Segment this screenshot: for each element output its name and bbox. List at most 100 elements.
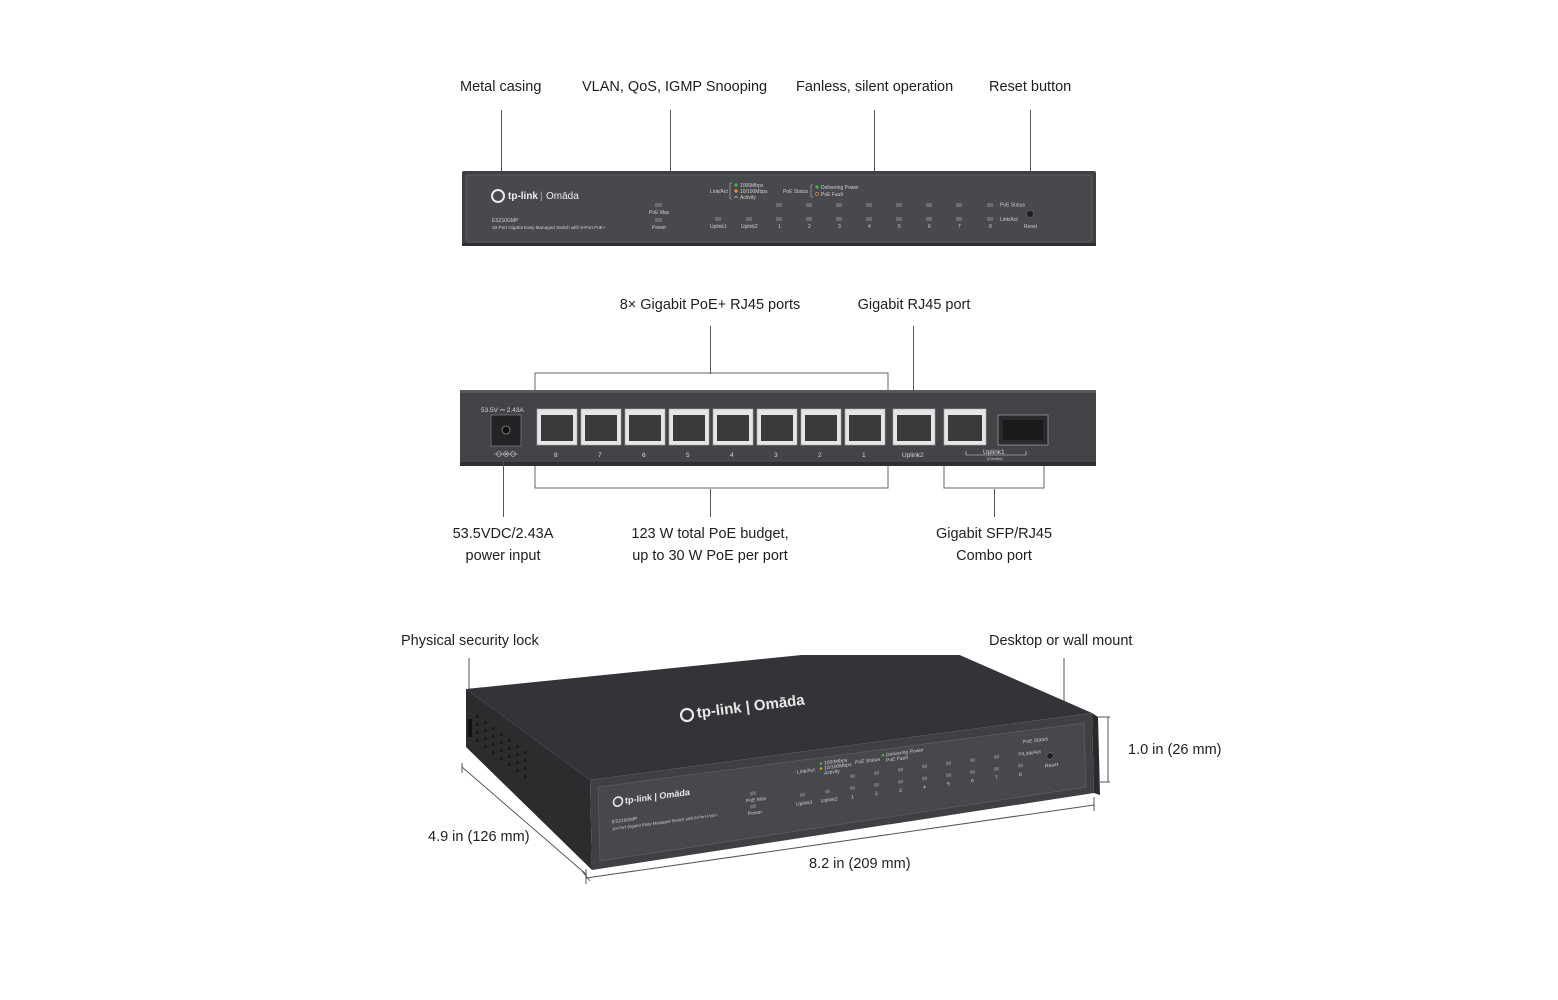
rj45-port-5[interactable]	[668, 408, 710, 446]
leader-line-reset	[1030, 110, 1031, 213]
leader-line-metal	[501, 110, 502, 172]
power-label: Power	[652, 225, 667, 231]
led-green-icon	[819, 762, 823, 765]
legend-10100: 10/100Mbps	[824, 762, 852, 772]
port-label-uplink2: Uplink2	[741, 224, 758, 230]
leader-line-poe-ports	[710, 326, 711, 374]
dimension-height	[1098, 716, 1110, 783]
rear-port-number-1: 1	[862, 452, 866, 459]
legend-delivering-power: Delivering Power	[886, 747, 924, 758]
callout-poe-budget-line2: up to 30 W PoE per port	[632, 548, 788, 564]
tp-link-logo-icon	[612, 796, 624, 807]
rear-uplink1-label: Uplink1	[983, 449, 1005, 456]
callout-depth: 4.9 in (126 mm)	[428, 829, 530, 845]
dimension-width	[585, 797, 1095, 884]
front-sub-brand: Omāda	[546, 191, 579, 202]
rj45-port-uplink2[interactable]	[892, 408, 936, 446]
rj45-port-8[interactable]	[536, 408, 578, 446]
legend-poe-fault: PoE Fault	[886, 755, 909, 764]
port-5-label: 5	[947, 781, 950, 787]
activity-icon	[733, 195, 739, 199]
port-label-8: 8	[989, 224, 992, 230]
tp-link-logo-icon	[679, 707, 695, 723]
uplink1-label: Uplink1	[796, 800, 813, 808]
rear-port-number-2: 2	[818, 452, 822, 459]
front-brand: tp-link	[508, 191, 538, 202]
callout-fanless: Fanless, silent operation	[796, 79, 954, 95]
callout-security-lock: Physical security lock	[401, 633, 539, 649]
port-8-label: 8	[1019, 772, 1022, 778]
front-panel: tp-link | Omāda ES210GMP 10-Port Gigabit…	[462, 171, 1096, 246]
port-label-4: 4	[868, 224, 871, 230]
port-6-label: 6	[971, 778, 974, 784]
device-model: ES210GMP	[612, 816, 637, 825]
poe-status-led-row	[776, 203, 993, 207]
link-act-right-label: Link/Act	[1023, 749, 1041, 757]
port-label-1: 1	[778, 224, 781, 230]
port-label-uplink1: Uplink1	[710, 224, 727, 230]
leader-line-combo	[994, 489, 995, 517]
sfp-port-uplink1[interactable]	[997, 414, 1049, 446]
rear-port-number-7: 7	[598, 452, 602, 459]
port-label-6: 6	[928, 224, 931, 230]
callout-width: 8.2 in (209 mm)	[809, 856, 911, 872]
callout-power-input-line2: power input	[465, 548, 541, 564]
callout-rj45-port: Gigabit RJ45 port	[857, 297, 971, 313]
legend-1000: 1000Mbps	[740, 183, 764, 189]
rj45-port-7[interactable]	[580, 408, 622, 446]
rj45-port-3[interactable]	[756, 408, 798, 446]
callout-reset-button: Reset button	[989, 79, 1072, 95]
led-green-icon	[815, 185, 819, 189]
port-label-5: 5	[898, 224, 901, 230]
legend-activity: Activity	[740, 195, 756, 201]
power-led	[750, 804, 756, 809]
power-label: Power	[748, 809, 762, 817]
reset-button[interactable]	[1026, 210, 1034, 218]
reset-label: Reset	[1045, 762, 1059, 770]
poe-status-right-label: PoE Status	[1023, 736, 1048, 745]
rear-port-number-6: 6	[642, 452, 646, 459]
power-rating: 53.5V ⎓ 2.43A	[481, 407, 524, 414]
rear-uplink2-label: Uplink2	[902, 452, 924, 459]
tp-link-logo-icon	[491, 189, 505, 203]
reset-button[interactable]	[1046, 752, 1054, 760]
rear-port-number-5: 5	[686, 452, 690, 459]
reset-label: Reset	[1024, 224, 1038, 230]
callout-power-input-line1: 53.5VDC/2.43A	[452, 526, 554, 542]
leader-line-fanless	[874, 110, 875, 172]
led-green-icon	[881, 753, 885, 757]
rj45-port-uplink1[interactable]	[943, 408, 987, 446]
callout-combo-port-line1: Gigabit SFP/RJ45	[935, 526, 1053, 542]
led-green-icon	[734, 183, 738, 187]
rear-port-number-4: 4	[730, 452, 734, 459]
power-led	[655, 218, 662, 222]
front-description: 10-Port Gigabit Easy Managed Switch with…	[492, 225, 606, 230]
rj45-port-4[interactable]	[712, 408, 754, 446]
rear-combo-label: (Combo)	[987, 456, 1003, 461]
device-3d-view: tp-link | Omāda tp-link | Omāda ES210GMP…	[461, 655, 1110, 884]
security-lock-slot[interactable]	[468, 719, 472, 737]
leader-line-poe-budget	[710, 489, 711, 517]
rj45-port-6[interactable]	[624, 408, 666, 446]
rj45-port-1[interactable]	[844, 408, 886, 446]
poe-max-led	[750, 791, 756, 796]
front-model: ES210GMP	[492, 218, 519, 224]
rj45-port-2[interactable]	[800, 408, 842, 446]
port-2-label: 2	[875, 791, 878, 797]
callout-poe-budget: 123 W total PoE budget, up to 30 W PoE p…	[631, 523, 788, 567]
callout-poe-budget-line1: 123 W total PoE budget,	[631, 526, 789, 542]
leader-line-power-input	[503, 461, 504, 517]
port-label-3: 3	[838, 224, 841, 230]
legend-delivering-power: Delivering Power	[821, 185, 859, 191]
poe-max-label: PoE Max	[746, 796, 767, 805]
port-label-7: 7	[958, 224, 961, 230]
rear-port-number-8: 8	[554, 452, 558, 459]
legend-1000: 1000Mbps	[824, 757, 848, 766]
led-fault-icon	[815, 192, 819, 196]
callout-height: 1.0 in (26 mm)	[1128, 742, 1222, 758]
vent-grille	[476, 715, 527, 778]
polarity-icon	[494, 451, 518, 457]
callout-metal-casing: Metal casing	[460, 79, 542, 95]
legend-10100: 10/100Mbps	[740, 189, 768, 195]
port-7-label: 7	[995, 775, 998, 781]
